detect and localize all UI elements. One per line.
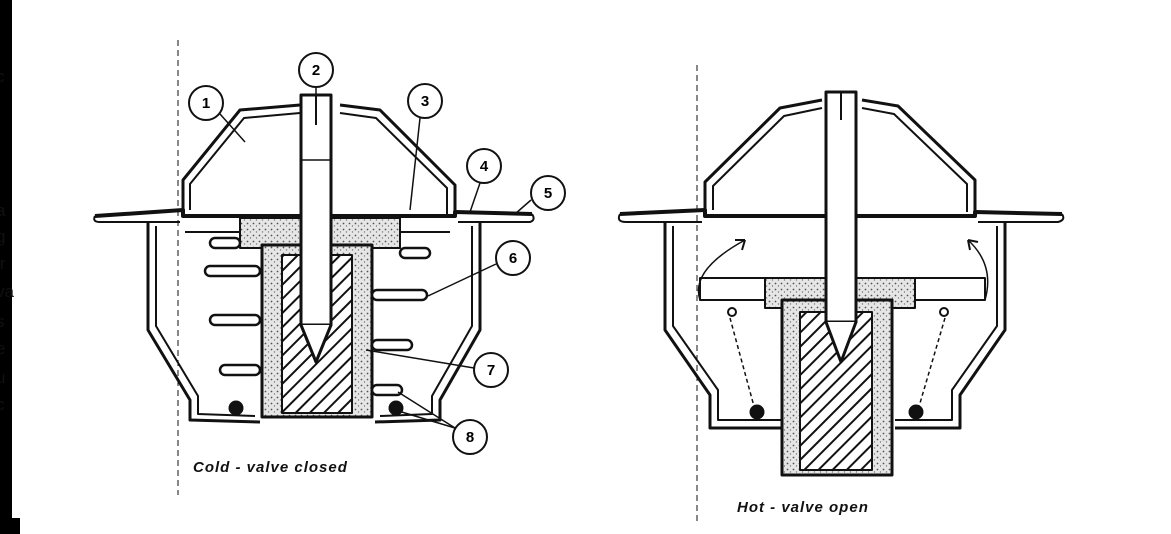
cold-piston-rod	[299, 93, 333, 327]
callout-5-number: 5	[544, 185, 552, 202]
clipped-edge-text: c a g ir va s e u c	[0, 0, 14, 534]
callout-6: 6	[427, 240, 531, 297]
clipped-letter: c	[0, 395, 5, 414]
cold-caption: Cold - valve closed	[193, 459, 348, 476]
flow-arrow-right	[967, 239, 989, 301]
cold-dome-right	[339, 103, 457, 215]
cold-cup-right	[374, 222, 482, 424]
cold-spring	[203, 236, 432, 397]
clipped-letter: g	[0, 227, 6, 246]
hot-piston-rod	[824, 90, 858, 324]
hot-caption: Hot - valve open	[737, 499, 869, 516]
callout-7-number: 7	[487, 362, 495, 379]
callout-8-number: 8	[466, 429, 474, 446]
callout-1: 1	[188, 85, 246, 143]
cold-dome-left	[181, 103, 301, 210]
callout-4: 4	[466, 148, 502, 213]
hot-dome-right	[861, 98, 977, 212]
callout-2: 2	[298, 52, 334, 98]
clipped-letter: c	[0, 67, 5, 86]
flow-arrow-left	[697, 239, 746, 301]
left-border-bar	[0, 0, 12, 518]
callout-3: 3	[407, 83, 443, 211]
callout-4-number: 4	[480, 158, 489, 175]
clipped-letter: a	[0, 201, 6, 220]
clipped-letter: s	[0, 312, 5, 331]
hot-cup-right	[895, 222, 1007, 430]
cold-cup-left	[146, 222, 261, 424]
hot-thermostat	[617, 65, 1065, 525]
hot-dome-left	[703, 98, 823, 210]
callout-1-number: 1	[202, 95, 210, 112]
callout-3-number: 3	[421, 93, 429, 110]
clipped-letter: va	[0, 282, 14, 301]
callout-2-number: 2	[312, 62, 320, 79]
clipped-letter: ir	[0, 254, 6, 273]
callout-6-number: 6	[509, 250, 517, 267]
clipped-letter: e	[0, 339, 6, 358]
clipped-letter: u	[0, 368, 6, 387]
hot-cup-left	[663, 222, 785, 430]
callout-7: 7	[365, 349, 509, 388]
callout-8: 8	[394, 391, 488, 455]
callout-5: 5	[514, 175, 566, 215]
bottom-border-bar	[0, 518, 20, 534]
